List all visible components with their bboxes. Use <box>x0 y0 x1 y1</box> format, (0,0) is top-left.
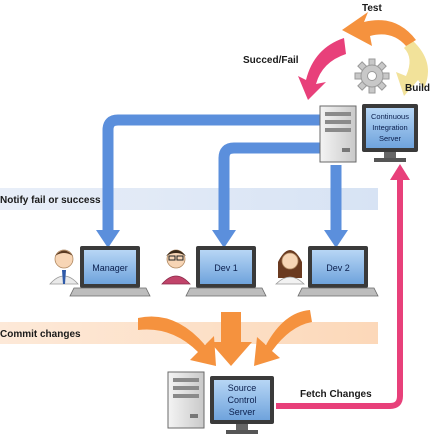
dev1-screen-label: Dev 1 <box>214 263 238 273</box>
notify-arrow-dev1 <box>218 142 322 232</box>
notify-arrowhead-dev1 <box>212 230 236 248</box>
notify-arrowhead-manager <box>96 230 120 248</box>
ci-screen-line3: Server <box>379 134 402 143</box>
gear-icon <box>354 58 390 94</box>
succeed-fail-label: Succed/Fail <box>243 55 299 66</box>
notify-arrow-manager <box>102 114 322 232</box>
notify-arrowhead-dev2 <box>324 230 348 248</box>
manager-laptop: Manager <box>69 246 151 297</box>
notify-label: Notify fail or success <box>0 195 101 206</box>
test-arrow <box>342 12 416 46</box>
notify-arrows <box>102 114 342 232</box>
commit-arrow-right <box>254 310 312 366</box>
commit-label: Commit changes <box>0 329 81 340</box>
build-arrow <box>396 40 428 96</box>
fetch-arrowhead <box>390 164 410 180</box>
dev2-screen-label: Dev 2 <box>326 263 350 273</box>
fetch-label: Fetch Changes <box>300 389 372 400</box>
test-label: Test <box>362 3 382 14</box>
source-screen-line3: Server <box>229 407 256 417</box>
manager-screen-label: Manager <box>92 263 128 273</box>
source-server-monitor: Source Control Server <box>210 376 274 434</box>
ci-server-monitor: Continuous Integration Server <box>362 104 418 162</box>
notify-band <box>0 188 378 210</box>
build-label: Build <box>405 83 430 94</box>
dev2-avatar <box>275 250 305 285</box>
dev1-avatar <box>161 249 191 285</box>
dev1-laptop: Dev 1 <box>185 246 267 297</box>
dev2-laptop: Dev 2 <box>297 246 379 297</box>
source-screen-line1: Source <box>228 383 257 393</box>
commit-arrow-left <box>138 316 216 366</box>
source-screen-line2: Control <box>227 395 256 405</box>
manager-avatar <box>49 249 79 285</box>
fetch-arrow <box>276 178 403 409</box>
ci-screen-line1: Continuous <box>371 112 409 121</box>
ci-server-tower <box>319 105 357 163</box>
ci-screen-line2: Integration <box>372 123 407 132</box>
source-server-tower <box>167 371 205 429</box>
succeed-fail-arrow <box>298 38 346 100</box>
commit-arrow-center <box>210 312 252 366</box>
